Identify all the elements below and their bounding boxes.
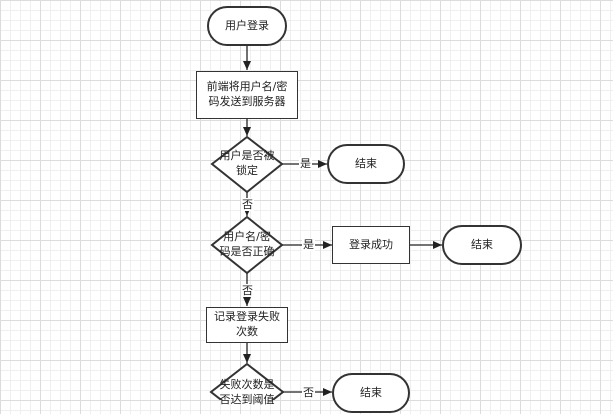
decision-limit: 失败次数是 否达到阈值: [211, 378, 283, 414]
limit-label-line1: 失败次数是: [219, 378, 275, 391]
send-label-line1: 前端将用户名/密: [206, 80, 288, 94]
edge-label-correct-no: 否: [241, 284, 254, 297]
correct-label-line2: 码是否正确: [219, 245, 275, 258]
end-limit-node: 结束: [332, 373, 410, 413]
edge-label-locked-no: 否: [241, 198, 254, 211]
end-success-label: 结束: [471, 237, 493, 251]
record-label-line1: 记录登录失败: [214, 310, 280, 324]
decision-limit-shape: [209, 362, 285, 400]
start-label: 用户登录: [225, 18, 269, 32]
decision-locked: 用户是否被 锁定: [212, 146, 282, 182]
send-credentials-node: 前端将用户名/密 码发送到服务器: [196, 71, 298, 119]
locked-label-line1: 用户是否被: [219, 149, 275, 163]
edge-label-limit-no: 否: [302, 386, 315, 399]
decision-correct: 用户名/密 码是否正确: [212, 227, 282, 263]
start-node: 用户登录: [207, 6, 287, 46]
login-success-node: 登录成功: [332, 226, 410, 264]
send-label-line2: 码发送到服务器: [208, 95, 286, 108]
end-limit-label: 结束: [360, 385, 382, 399]
end-locked-node: 结束: [327, 144, 405, 184]
edge-label-locked-yes: 是: [299, 157, 312, 170]
edge-label-correct-yes: 是: [302, 238, 315, 251]
correct-label-line1: 用户名/密: [223, 230, 271, 244]
record-label-line2: 次数: [236, 325, 258, 338]
limit-label-line2: 否达到阈值: [219, 392, 275, 406]
end-locked-label: 结束: [355, 156, 377, 170]
flowchart-connectors: [209, 45, 442, 400]
success-label: 登录成功: [349, 237, 393, 251]
locked-label-line2: 锁定: [236, 164, 258, 177]
record-failure-node: 记录登录失败 次数: [206, 307, 288, 343]
end-success-node: 结束: [442, 225, 522, 265]
